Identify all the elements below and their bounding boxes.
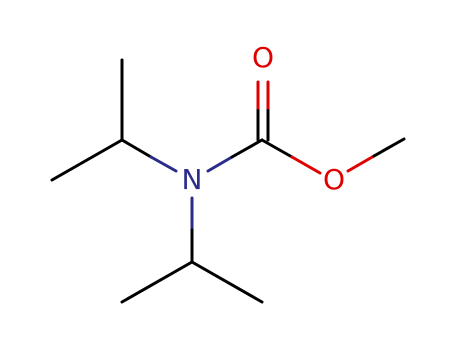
bond-ester-o-to-methyl-black <box>372 137 406 158</box>
bond-n-to-carbonyl-black <box>230 138 264 159</box>
bond-carbonyl-to-ester-o-red <box>290 155 322 175</box>
bond-n-to-carbonyl-blue <box>206 155 234 173</box>
bond-ch-lower-methyl-left <box>120 260 194 304</box>
bond-ch-upper-to-n-black <box>120 138 153 159</box>
bond-ester-o-to-methyl-red <box>346 154 376 173</box>
bond-ch-upper-to-n-blue <box>149 155 178 173</box>
bond-ch-lower-methyl-right <box>190 260 264 304</box>
bond-ch-upper-methyl-left <box>50 138 124 182</box>
ester-oxygen-label: O <box>323 163 345 196</box>
nitrogen-label: N <box>182 163 203 196</box>
carbonyl-oxygen-label: O <box>252 41 274 74</box>
bond-carbonyl-to-ester-o-black <box>260 138 294 159</box>
